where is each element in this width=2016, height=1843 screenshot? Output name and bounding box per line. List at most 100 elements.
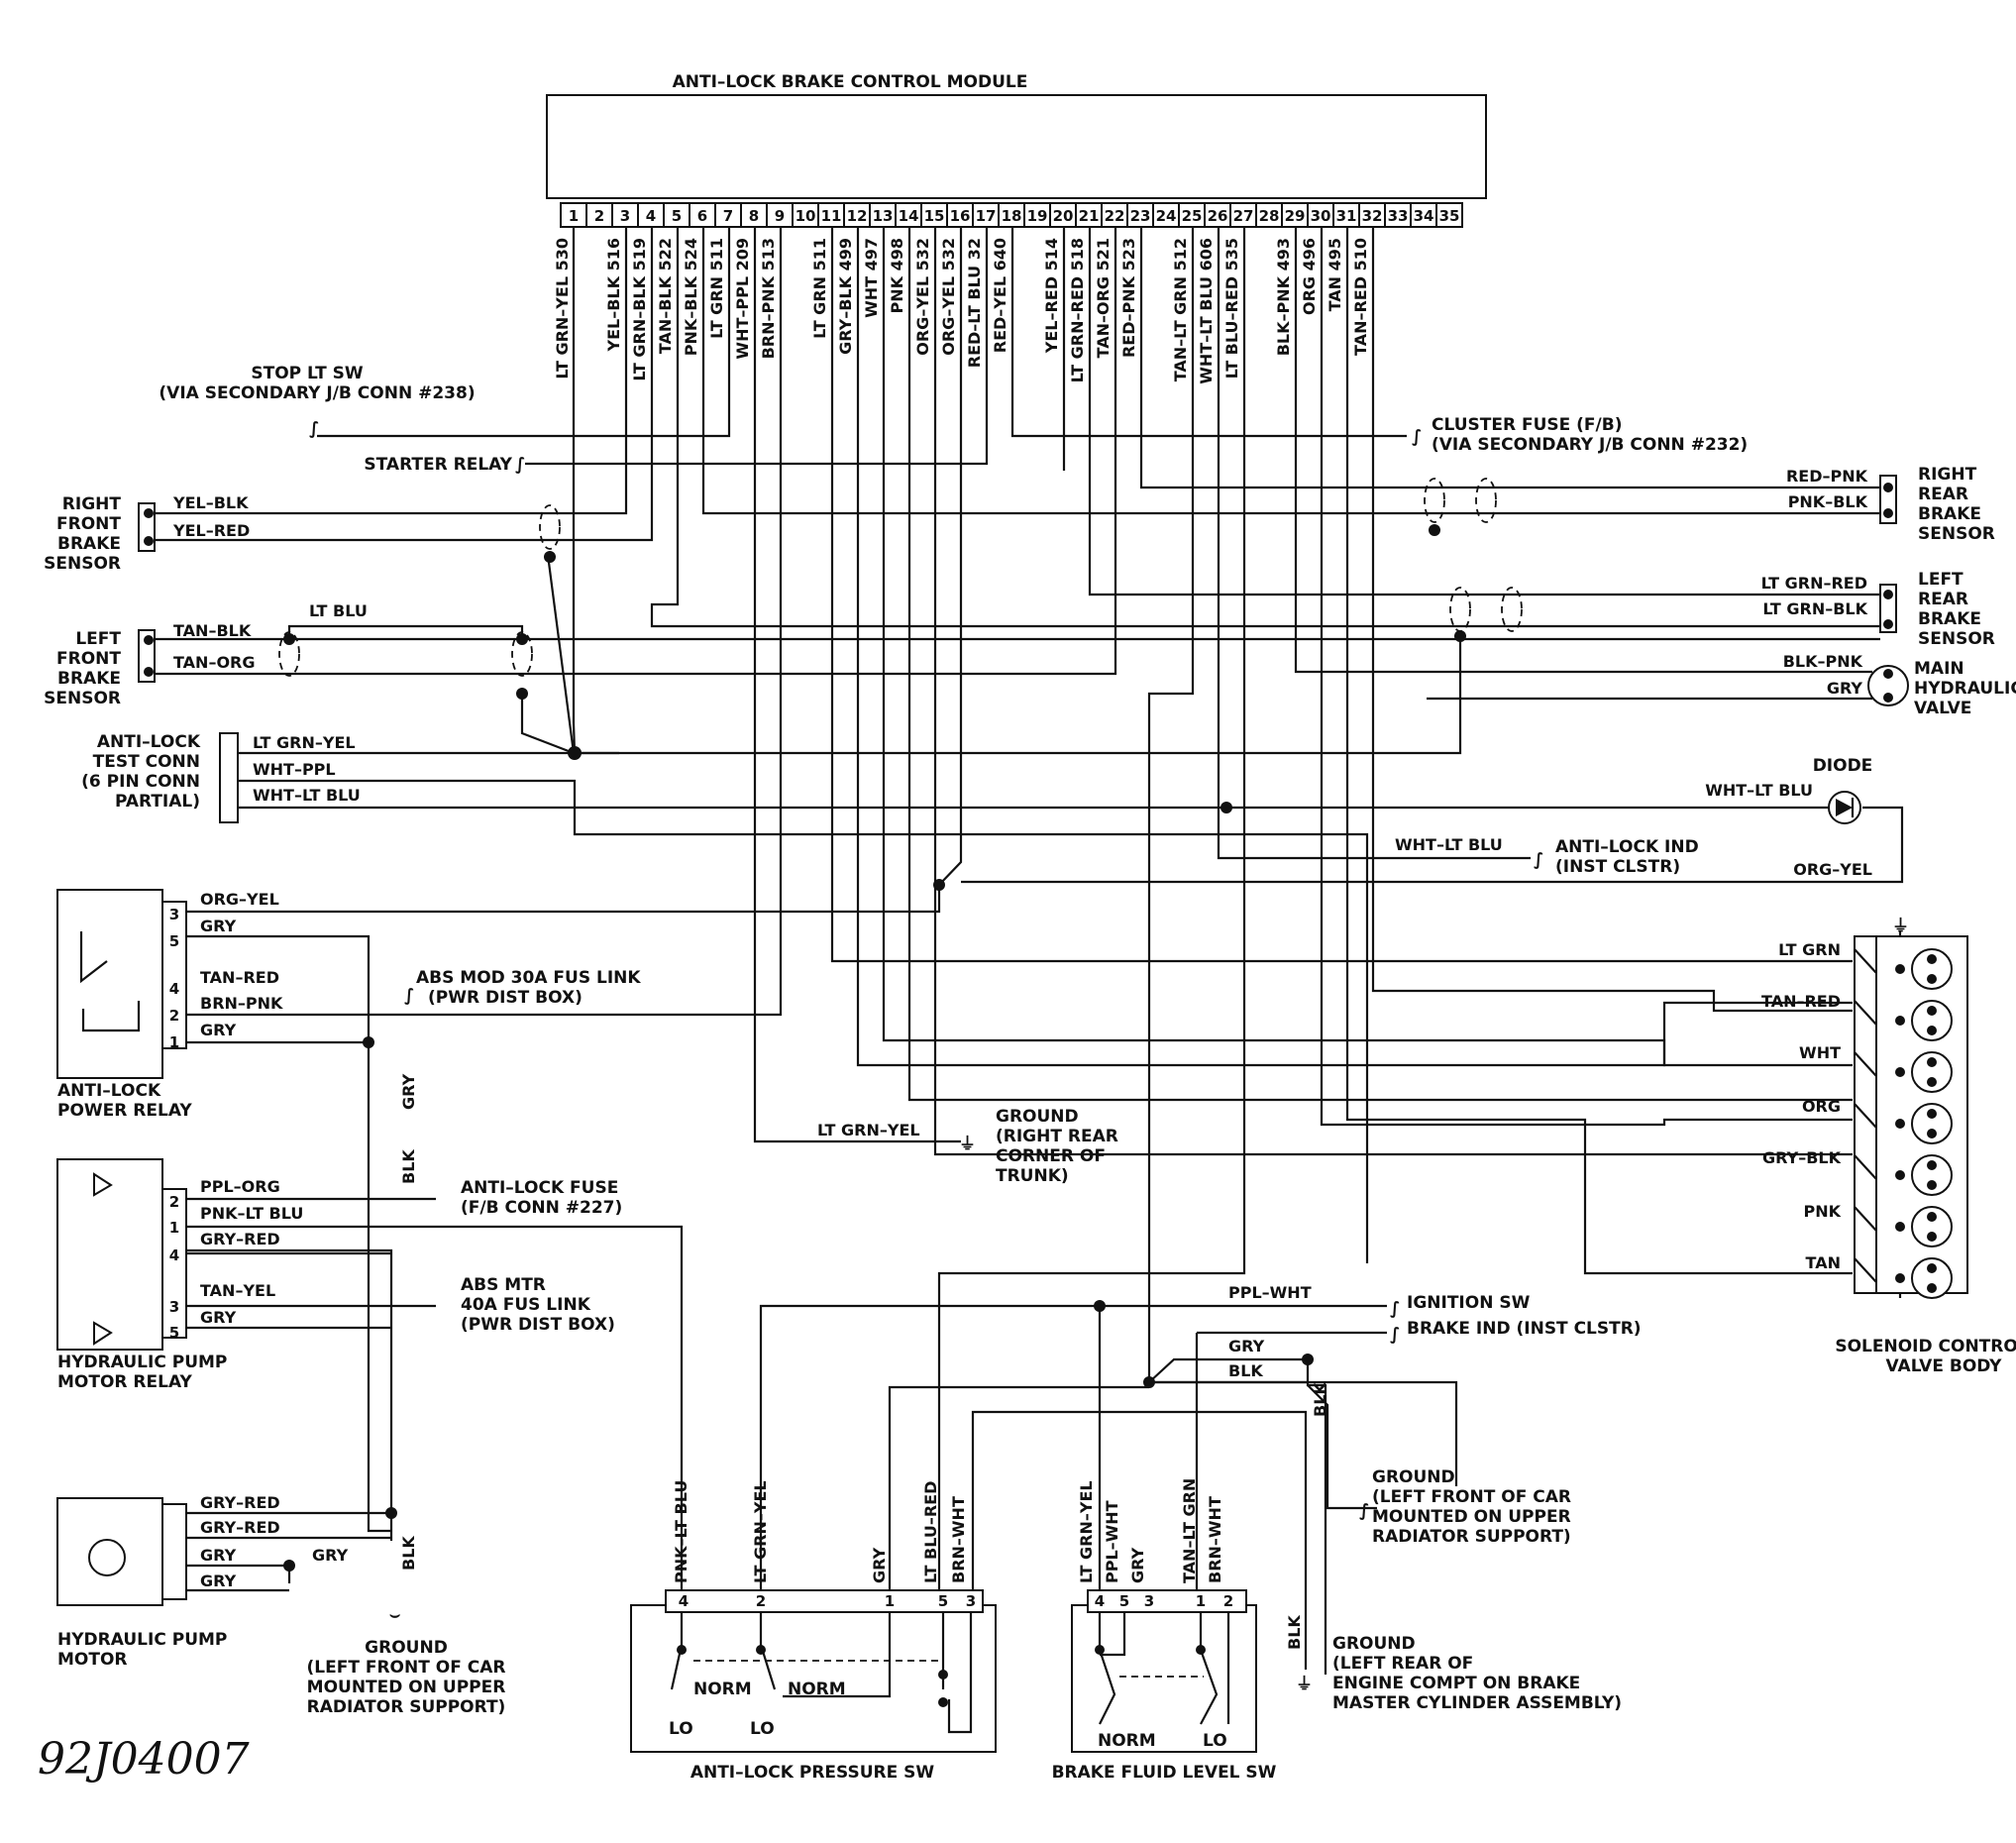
ground-left-front-2: ∫ GROUND (LEFT FRONT OF CAR MOUNTED ON U… [1359,1467,1571,1547]
svg-text:LO: LO [750,1719,775,1739]
ground-lf2-connector-icon: ∫ [1359,1501,1369,1521]
svg-text:TAN–RED: TAN–RED [1761,992,1841,1011]
svg-text:BRAKE: BRAKE [57,534,121,554]
svg-text:BLK: BLK [1228,1361,1263,1380]
brake-ind-connector-icon: ∫ [1390,1325,1400,1345]
svg-text:HYDRAULIC PUMP: HYDRAULIC PUMP [57,1353,227,1372]
solenoid-diode-mark [1854,1103,1877,1129]
module-wire-label: ORG 496 [1300,238,1319,315]
module-wire-label: LT GRN 511 [707,238,726,339]
svg-text:CLUSTER FUSE (F/B): CLUSTER FUSE (F/B) [1432,415,1622,435]
svg-text:LT GRN–YEL: LT GRN–YEL [1077,1480,1096,1583]
module-pin-number: 16 [950,207,971,225]
svg-text:WHT–LT BLU: WHT–LT BLU [1395,835,1503,854]
hydraulic-pump-motor-relay: 2 1 4 3 5 PPL–ORG PNK–LT BLU GRY–RED TAN… [56,1158,303,1392]
svg-text:GRY–RED: GRY–RED [200,1518,280,1537]
module-pin-number: 34 [1414,207,1434,225]
module-pin-number: 14 [899,207,919,225]
svg-text:NORM: NORM [788,1680,846,1699]
module-wire-label: LT GRN–BLK 519 [630,238,649,381]
svg-text:HYDRAULIC: HYDRAULIC [1914,679,2016,699]
module-wire-label: TAN–RED 510 [1351,238,1370,356]
module-wire-label: GRY–BLK 499 [836,238,855,355]
svg-text:LT GRN–YEL: LT GRN–YEL [751,1480,770,1583]
module-pin-number: 25 [1182,207,1203,225]
svg-text:(LEFT FRONT OF CAR: (LEFT FRONT OF CAR [307,1658,506,1678]
svg-text:GRY: GRY [200,1308,237,1327]
svg-text:REAR: REAR [1918,485,1968,504]
svg-text:FRONT: FRONT [56,649,121,669]
module-pin-number: 9 [775,207,785,225]
module-pin-number: 2 [594,207,604,225]
solenoid-terminal [1927,1006,1937,1016]
solenoid-diode-mark [1854,1257,1877,1283]
left-rear-sensor: LT GRN–RED LT GRN–BLK LEFT REAR BRAKE SE… [1761,570,1995,649]
module-wire-label: LT GRN–YEL 530 [553,238,572,379]
solenoid-coil [1911,1257,1953,1299]
solenoid-terminal [1927,1077,1937,1087]
solenoid-coil [1911,948,1953,990]
svg-text:(PWR DIST BOX): (PWR DIST BOX) [428,988,583,1008]
svg-text:LT BLU–RED: LT BLU–RED [921,1481,940,1583]
module-pin-number: 30 [1311,207,1331,225]
svg-text:40A FUS LINK: 40A FUS LINK [461,1295,591,1315]
solenoid-terminal [1927,1026,1937,1035]
svg-text:1: 1 [169,1219,179,1237]
svg-text:GROUND: GROUND [365,1638,448,1658]
svg-text:LEFT: LEFT [1918,570,1963,590]
svg-text:PNK: PNK [1803,1202,1841,1221]
svg-text:1: 1 [169,1033,179,1051]
module-wire-label: RED–LT BLU 32 [965,238,984,368]
module-pin-number: 8 [749,207,759,225]
solenoid-terminal [1895,1119,1905,1129]
module-pin-number: 1 [569,207,579,225]
svg-text:GRY: GRY [870,1547,889,1583]
svg-text:3: 3 [1144,1592,1154,1610]
svg-text:PPL–ORG: PPL–ORG [200,1177,280,1196]
figure-code: 92J04007 [38,1734,250,1785]
module-pin-cell [1410,202,1437,228]
svg-text:WHT–LT BLU: WHT–LT BLU [253,786,361,805]
ground-trunk: LT GRN–YEL ⏚ GROUND (RIGHT REAR CORNER O… [817,1107,1118,1186]
svg-text:GROUND: GROUND [1332,1634,1416,1654]
solenoid-terminal [1927,954,1937,964]
svg-text:ANTI–LOCK FUSE: ANTI–LOCK FUSE [461,1178,618,1198]
svg-text:(LEFT REAR OF: (LEFT REAR OF [1332,1654,1473,1674]
anti-lock-fuse: ANTI–LOCK FUSE (F/B CONN #227) [461,1178,622,1218]
starter-relay-label: STARTER RELAY [364,455,512,475]
svg-text:GRY–BLK: GRY–BLK [1762,1148,1842,1167]
module-pin-number: 29 [1285,207,1306,225]
anti-lock-pressure-switch: 4 2 1 5 3 PNK–LT BLU LT GRN–YEL GRY LT B… [630,1480,997,1783]
svg-text:4: 4 [169,980,179,998]
svg-text:5: 5 [938,1592,948,1610]
twisted-pair-shields [278,478,1523,677]
module-pin-number: 31 [1336,207,1357,225]
module-pin-cell [1229,202,1257,228]
solenoid-terminal [1927,1057,1937,1067]
stop-lt-sw-label: STOP LT SW [251,364,363,383]
module-pin-number: 13 [873,207,894,225]
fuse-link-connector-icon: ∫ [404,986,414,1006]
svg-text:ORG: ORG [1802,1097,1841,1116]
solenoid-terminal [1927,974,1937,984]
svg-text:GRY: GRY [1228,1337,1265,1355]
svg-text:BRN–WHT: BRN–WHT [1206,1496,1224,1583]
module-pin-number: 10 [796,207,816,225]
module-pin-cell [1435,202,1463,228]
ground-lr-icon: ⏚ [1296,1675,1313,1694]
svg-text:SENSOR: SENSOR [1918,524,1995,544]
svg-text:GRY–RED: GRY–RED [200,1230,280,1248]
svg-text:4: 4 [679,1592,689,1610]
svg-text:GRY: GRY [200,1021,237,1039]
indicator-connector-icon: ∫ [1534,850,1543,870]
starter-relay-connector-icon: ∫ [515,455,525,475]
splice-dots [283,524,1466,1572]
module-pin-cell [1049,202,1077,228]
cluster-fuse-connector-icon: ∫ [1412,427,1422,447]
svg-text:GRY: GRY [200,1546,237,1565]
module-pin-number: 35 [1439,207,1460,225]
svg-text:HYDRAULIC PUMP: HYDRAULIC PUMP [57,1630,227,1650]
svg-text:SOLENOID CONTROL: SOLENOID CONTROL [1835,1337,2016,1356]
